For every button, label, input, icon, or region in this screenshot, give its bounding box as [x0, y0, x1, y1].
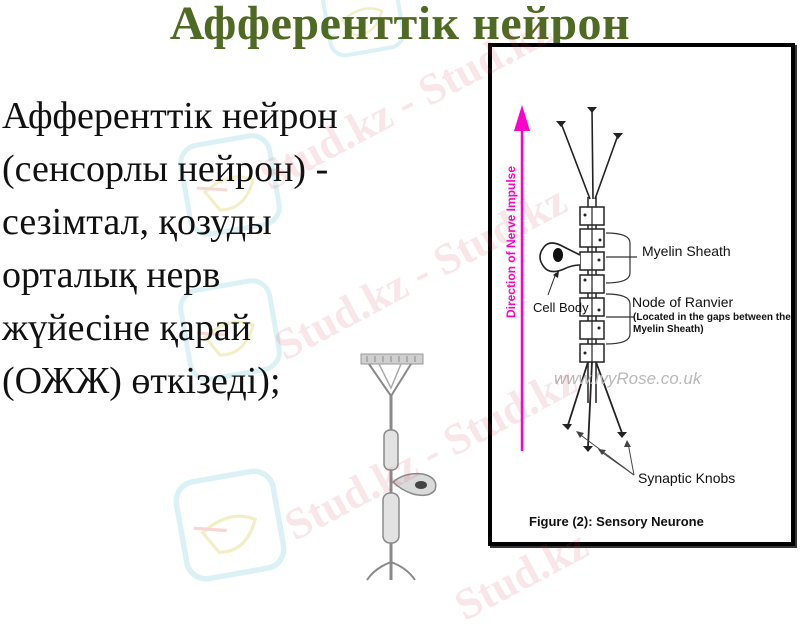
direction-label: Direction of Nerve Impulse: [504, 165, 518, 319]
small-neuron-illustration: [360, 353, 437, 581]
myelin-sheath-label: Myelin Sheath: [642, 243, 731, 259]
cell-body-label: Cell Body: [533, 300, 589, 315]
body-line: Афференттік нейрон: [2, 95, 338, 137]
neuron-diagram: [514, 105, 637, 476]
body-line: (ОЖЖ) өткізеді);: [2, 360, 281, 402]
body-paragraph: Афференттік нейрон (сенсорлы нейрон) - с…: [2, 90, 422, 408]
body-line: сезімтал, қозуды: [2, 201, 272, 243]
slide-title: Афференттік нейрон: [169, 0, 631, 50]
figure-caption: Figure (2): Sensory Neurone: [529, 514, 704, 529]
watermark-logo-icon: [173, 468, 287, 582]
body-line: (сенсорлы нейрон) -: [2, 148, 329, 190]
sensory-neurone-figure: Direction of Nerve Impulse Myelin Sheath…: [488, 43, 795, 546]
body-line: жүйесіне қарай: [2, 307, 252, 349]
source-url-label: www.IvyRose.co.uk: [554, 369, 702, 388]
node-of-ranvier-label: Node of Ranvier: [632, 294, 734, 310]
node-of-ranvier-sublabel: (Located in the gaps between the Myelin …: [633, 312, 791, 335]
synaptic-knobs-label: Synaptic Knobs: [638, 470, 736, 486]
body-line: орталық нерв: [2, 254, 221, 296]
